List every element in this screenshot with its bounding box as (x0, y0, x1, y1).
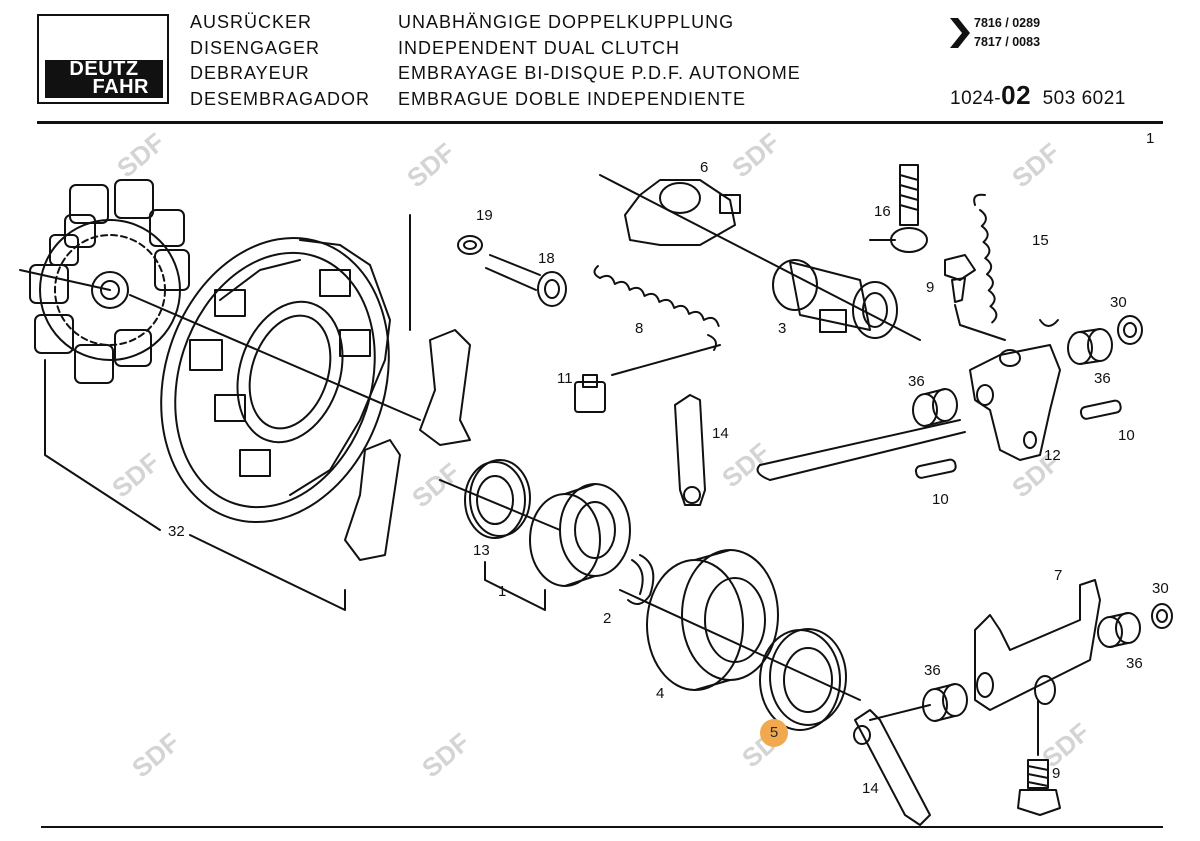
callout-1: 1 (498, 583, 506, 600)
callout-36-lower-right: 36 (1126, 655, 1143, 672)
title-column-part-name: AUSRÜCKER DISENGAGER DEBRAYEUR DESEMBRAG… (190, 10, 370, 112)
fork-upper-part (756, 344, 1061, 481)
callout-12: 12 (1044, 447, 1061, 464)
callout-36-lower-left: 36 (924, 662, 941, 679)
bolt-18-part (457, 235, 567, 307)
callout-4: 4 (656, 685, 664, 702)
callout-18: 18 (538, 250, 555, 267)
title-column-assembly-name: UNABHÄNGIGE DOPPELKUPPLUNG INDEPENDENT D… (398, 10, 801, 112)
subtitle-fr: EMBRAYAGE BI-DISQUE P.D.F. AUTONOME (398, 63, 801, 83)
serial-ref-2: 7817 / 0083 (974, 35, 1041, 49)
callout-2: 2 (603, 610, 611, 627)
serial-ref-1: 7816 / 0289 (974, 16, 1041, 30)
callout-9-lower: 9 (1052, 765, 1060, 782)
bushing-36-part (912, 388, 958, 427)
callout-36-upper-left: 36 (908, 373, 925, 390)
bushing-36-lower-right-part (1097, 612, 1141, 648)
bolt-9-lower-part (1017, 699, 1061, 816)
callout-6: 6 (700, 159, 708, 176)
callout-36-upper-right: 36 (1094, 370, 1111, 387)
callout-13: 13 (473, 542, 490, 559)
callout-30-lower: 30 (1152, 580, 1169, 597)
bolt-16-part (869, 164, 928, 253)
code-prefix: 1024- (950, 88, 1002, 109)
housing-4-part (619, 549, 861, 701)
code-suffix: 503 6021 (1042, 88, 1126, 109)
title-en: DISENGAGER (190, 37, 321, 58)
deutz-fahr-logo: DEUTZ FAHR (37, 14, 169, 104)
callout-19: 19 (476, 207, 493, 224)
fork-bracket-6-part (599, 174, 921, 341)
clutch-housing-part (129, 236, 421, 524)
subtitle-de: UNABHÄNGIGE DOPPELKUPPLUNG (398, 12, 735, 32)
chevron-right-icon (950, 18, 970, 48)
spring-8-part (593, 265, 720, 351)
sleeve-3-part (772, 259, 898, 339)
title-fr: DEBRAYEUR (190, 63, 310, 83)
spring-15-part (973, 193, 1059, 327)
lever-14-lower-part (853, 709, 931, 826)
callout-8: 8 (635, 320, 643, 337)
header-rule (37, 121, 1163, 124)
bushing-36-upper-right-part (1067, 328, 1113, 365)
release-lever-upper (419, 329, 471, 446)
callout-15: 15 (1032, 232, 1049, 249)
callout-16: 16 (874, 203, 891, 220)
callout-32: 32 (168, 523, 185, 540)
bushing-36-lower-left-part (869, 683, 968, 722)
serial-range: 7816 / 0289 7817 / 0083 (974, 14, 1040, 52)
bearing-5-part (759, 628, 847, 731)
cap-30-upper-part (1117, 315, 1143, 345)
bolt-9-upper-part (944, 254, 1006, 341)
callout-10-left: 10 (932, 491, 949, 508)
clip-11-part (574, 344, 721, 413)
release-lever-lower (344, 439, 401, 561)
code-main: 02 (1001, 80, 1032, 110)
lever-14-upper-part (674, 394, 706, 506)
title-es: DESEMBRAGADOR (190, 88, 371, 109)
logo-line-2: FAHR (92, 76, 149, 98)
logo-line-1: DEUTZ (69, 58, 139, 80)
title-de: AUSRÜCKER (190, 12, 313, 32)
subtitle-es: EMBRAGUE DOBLE INDEPENDIENTE (398, 88, 747, 109)
callout-3: 3 (778, 320, 786, 337)
callout-5-highlight[interactable]: 5 (760, 719, 788, 747)
snap-ring-2-part (627, 554, 655, 605)
clutch-disc-part (19, 179, 190, 384)
callout-7: 7 (1054, 567, 1062, 584)
bearing-13-part (439, 459, 561, 539)
subtitle-en: INDEPENDENT DUAL CLUTCH (398, 37, 681, 58)
callout-11: 11 (557, 370, 573, 387)
callout-14-upper: 14 (712, 425, 729, 442)
cap-30-lower-part (1151, 603, 1173, 629)
fork-7-lower-part (974, 579, 1101, 711)
callout-30-upper: 30 (1110, 294, 1127, 311)
callout-9-upper: 9 (926, 279, 934, 296)
page-number: 1 (1146, 130, 1155, 147)
callout-10-right: 10 (1118, 427, 1135, 444)
footer-rule (41, 826, 1163, 828)
page-code: 1024-02 503 6021 (950, 80, 1126, 111)
callout-14-lower: 14 (862, 780, 879, 797)
pin-10-part (914, 399, 1122, 479)
bearing-housing-part (484, 483, 631, 611)
